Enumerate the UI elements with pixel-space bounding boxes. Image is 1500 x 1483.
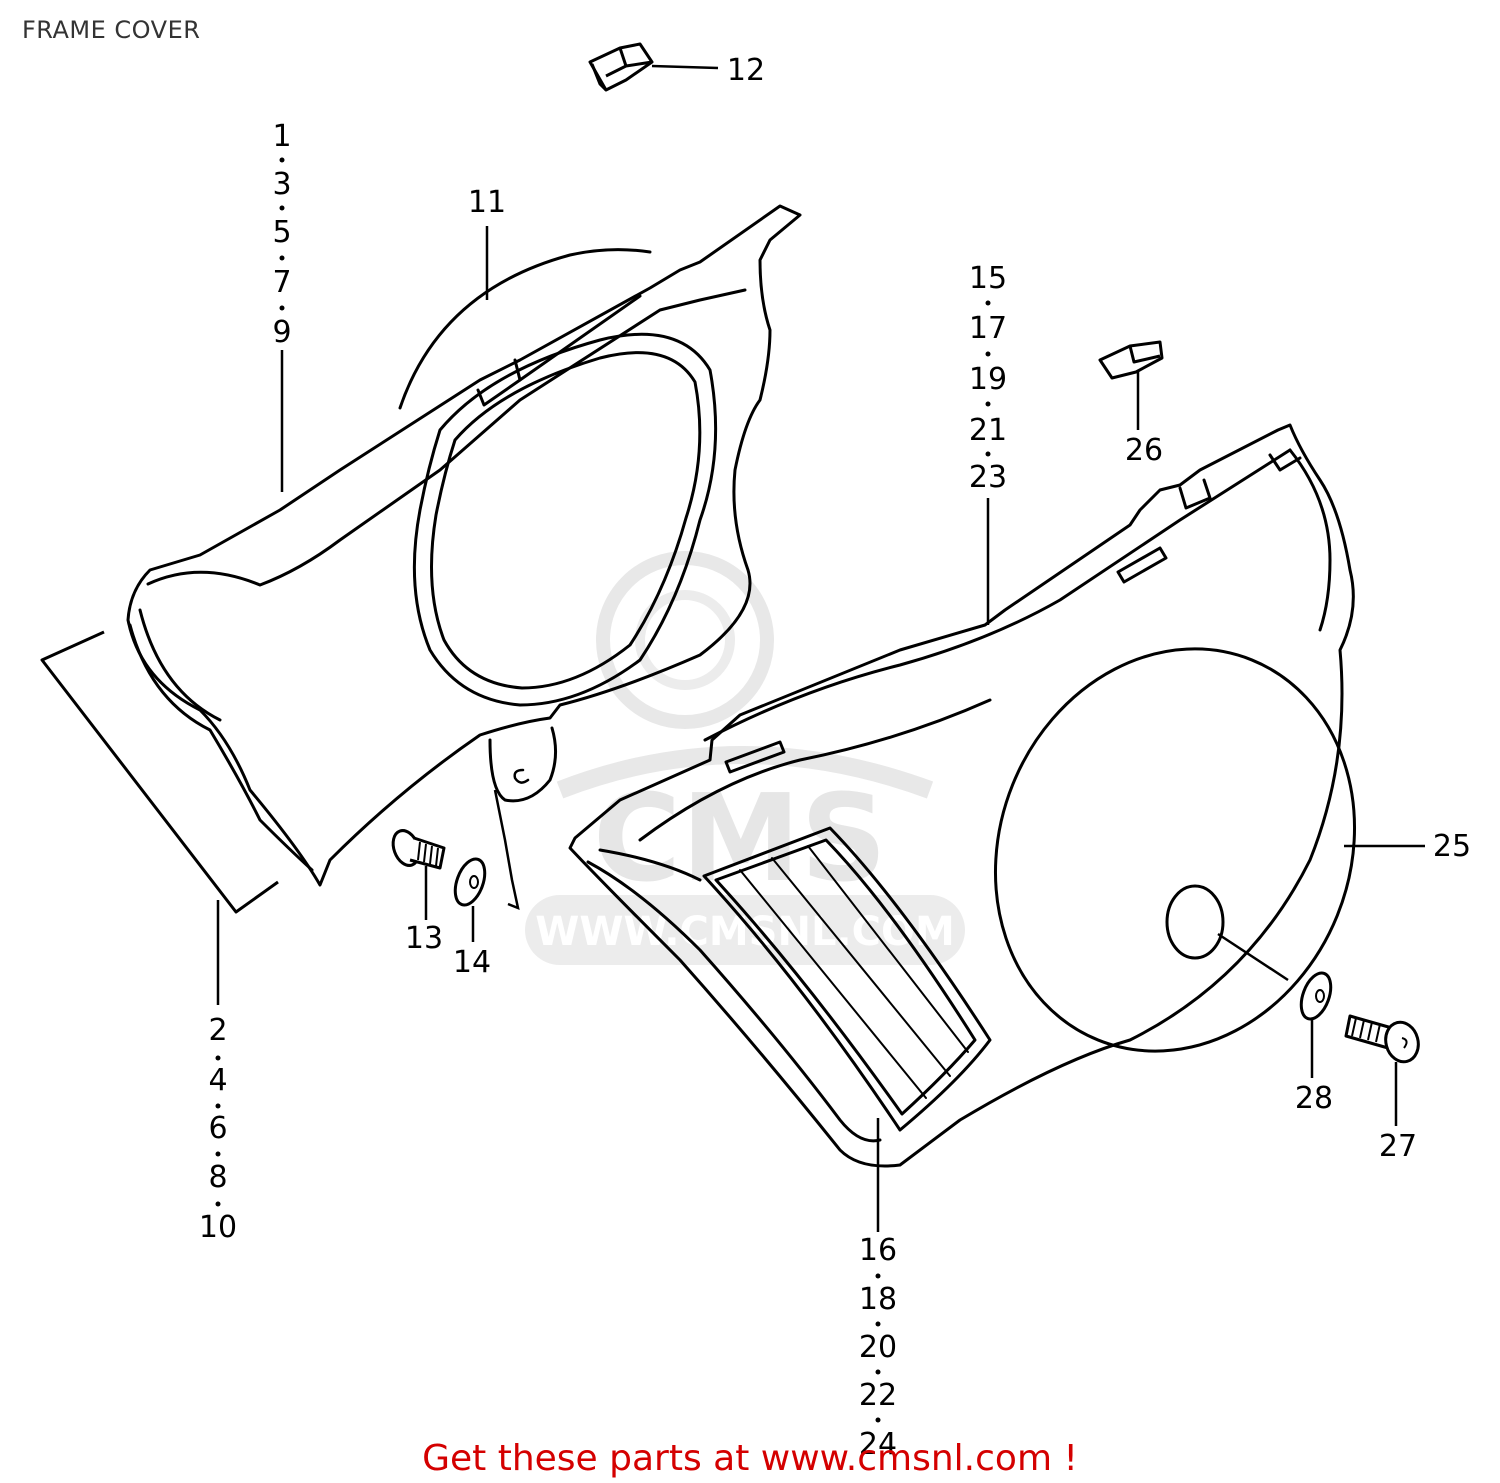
callout-2: 2 (208, 1013, 227, 1048)
part-27-bolt (1344, 1014, 1420, 1064)
watermark-url: WWW.CMSNL.COM (535, 909, 955, 955)
part-13-bolt (391, 829, 446, 870)
callout-5: 5 (272, 215, 291, 250)
callout-right-bottom: 16 18 20 22 24 (859, 1233, 897, 1462)
callout-22: 22 (859, 1378, 897, 1413)
callout-15: 15 (969, 261, 1007, 296)
page-title: FRAME COVER (22, 16, 201, 44)
callout-1: 1 (272, 119, 291, 154)
callout-9: 9 (272, 315, 291, 350)
part-12-clip (588, 42, 654, 92)
callout-16: 16 (859, 1233, 897, 1268)
callout-19: 19 (969, 362, 1007, 397)
callout-24: 24 (859, 1427, 897, 1462)
left-cover-trim (40, 630, 279, 914)
callout-21: 21 (969, 413, 1007, 448)
callout-25: 25 (1433, 829, 1471, 864)
callout-17: 17 (969, 311, 1007, 346)
callout-13: 13 (405, 921, 443, 956)
callout-11: 11 (468, 185, 506, 220)
callout-14: 14 (453, 945, 491, 980)
callout-27: 27 (1379, 1129, 1417, 1164)
footer-link-text[interactable]: Get these parts at www.cmsnl.com ! (422, 1438, 1078, 1479)
callout-left-bottom: 2 4 6 8 10 (199, 1013, 237, 1245)
callout-4: 4 (208, 1063, 227, 1098)
callout-3: 3 (272, 167, 291, 202)
callout-23: 23 (969, 460, 1007, 495)
callout-28: 28 (1295, 1081, 1333, 1116)
right-frame-cover (568, 423, 1357, 1168)
callout-7: 7 (272, 265, 291, 300)
left-frame-cover (126, 204, 802, 887)
callout-10: 10 (199, 1210, 237, 1245)
callout-12: 12 (727, 53, 765, 88)
watermark: CMS WWW.CMSNL.COM (525, 551, 965, 965)
callout-8: 8 (208, 1160, 227, 1195)
callout-6: 6 (208, 1111, 227, 1146)
part-26-clip (1098, 340, 1164, 380)
callout-20: 20 (859, 1330, 897, 1365)
callout-right-top: 15 17 19 21 23 (969, 261, 1007, 495)
leader-14-tab (493, 789, 520, 911)
leader-12 (651, 64, 719, 70)
part-14-washer (453, 857, 487, 907)
callout-18: 18 (859, 1282, 897, 1317)
leader-25-cap (1217, 932, 1289, 982)
part-28-washer (1299, 971, 1333, 1021)
callout-left-top: 1 3 5 7 9 (272, 119, 291, 350)
callout-26: 26 (1125, 433, 1163, 468)
